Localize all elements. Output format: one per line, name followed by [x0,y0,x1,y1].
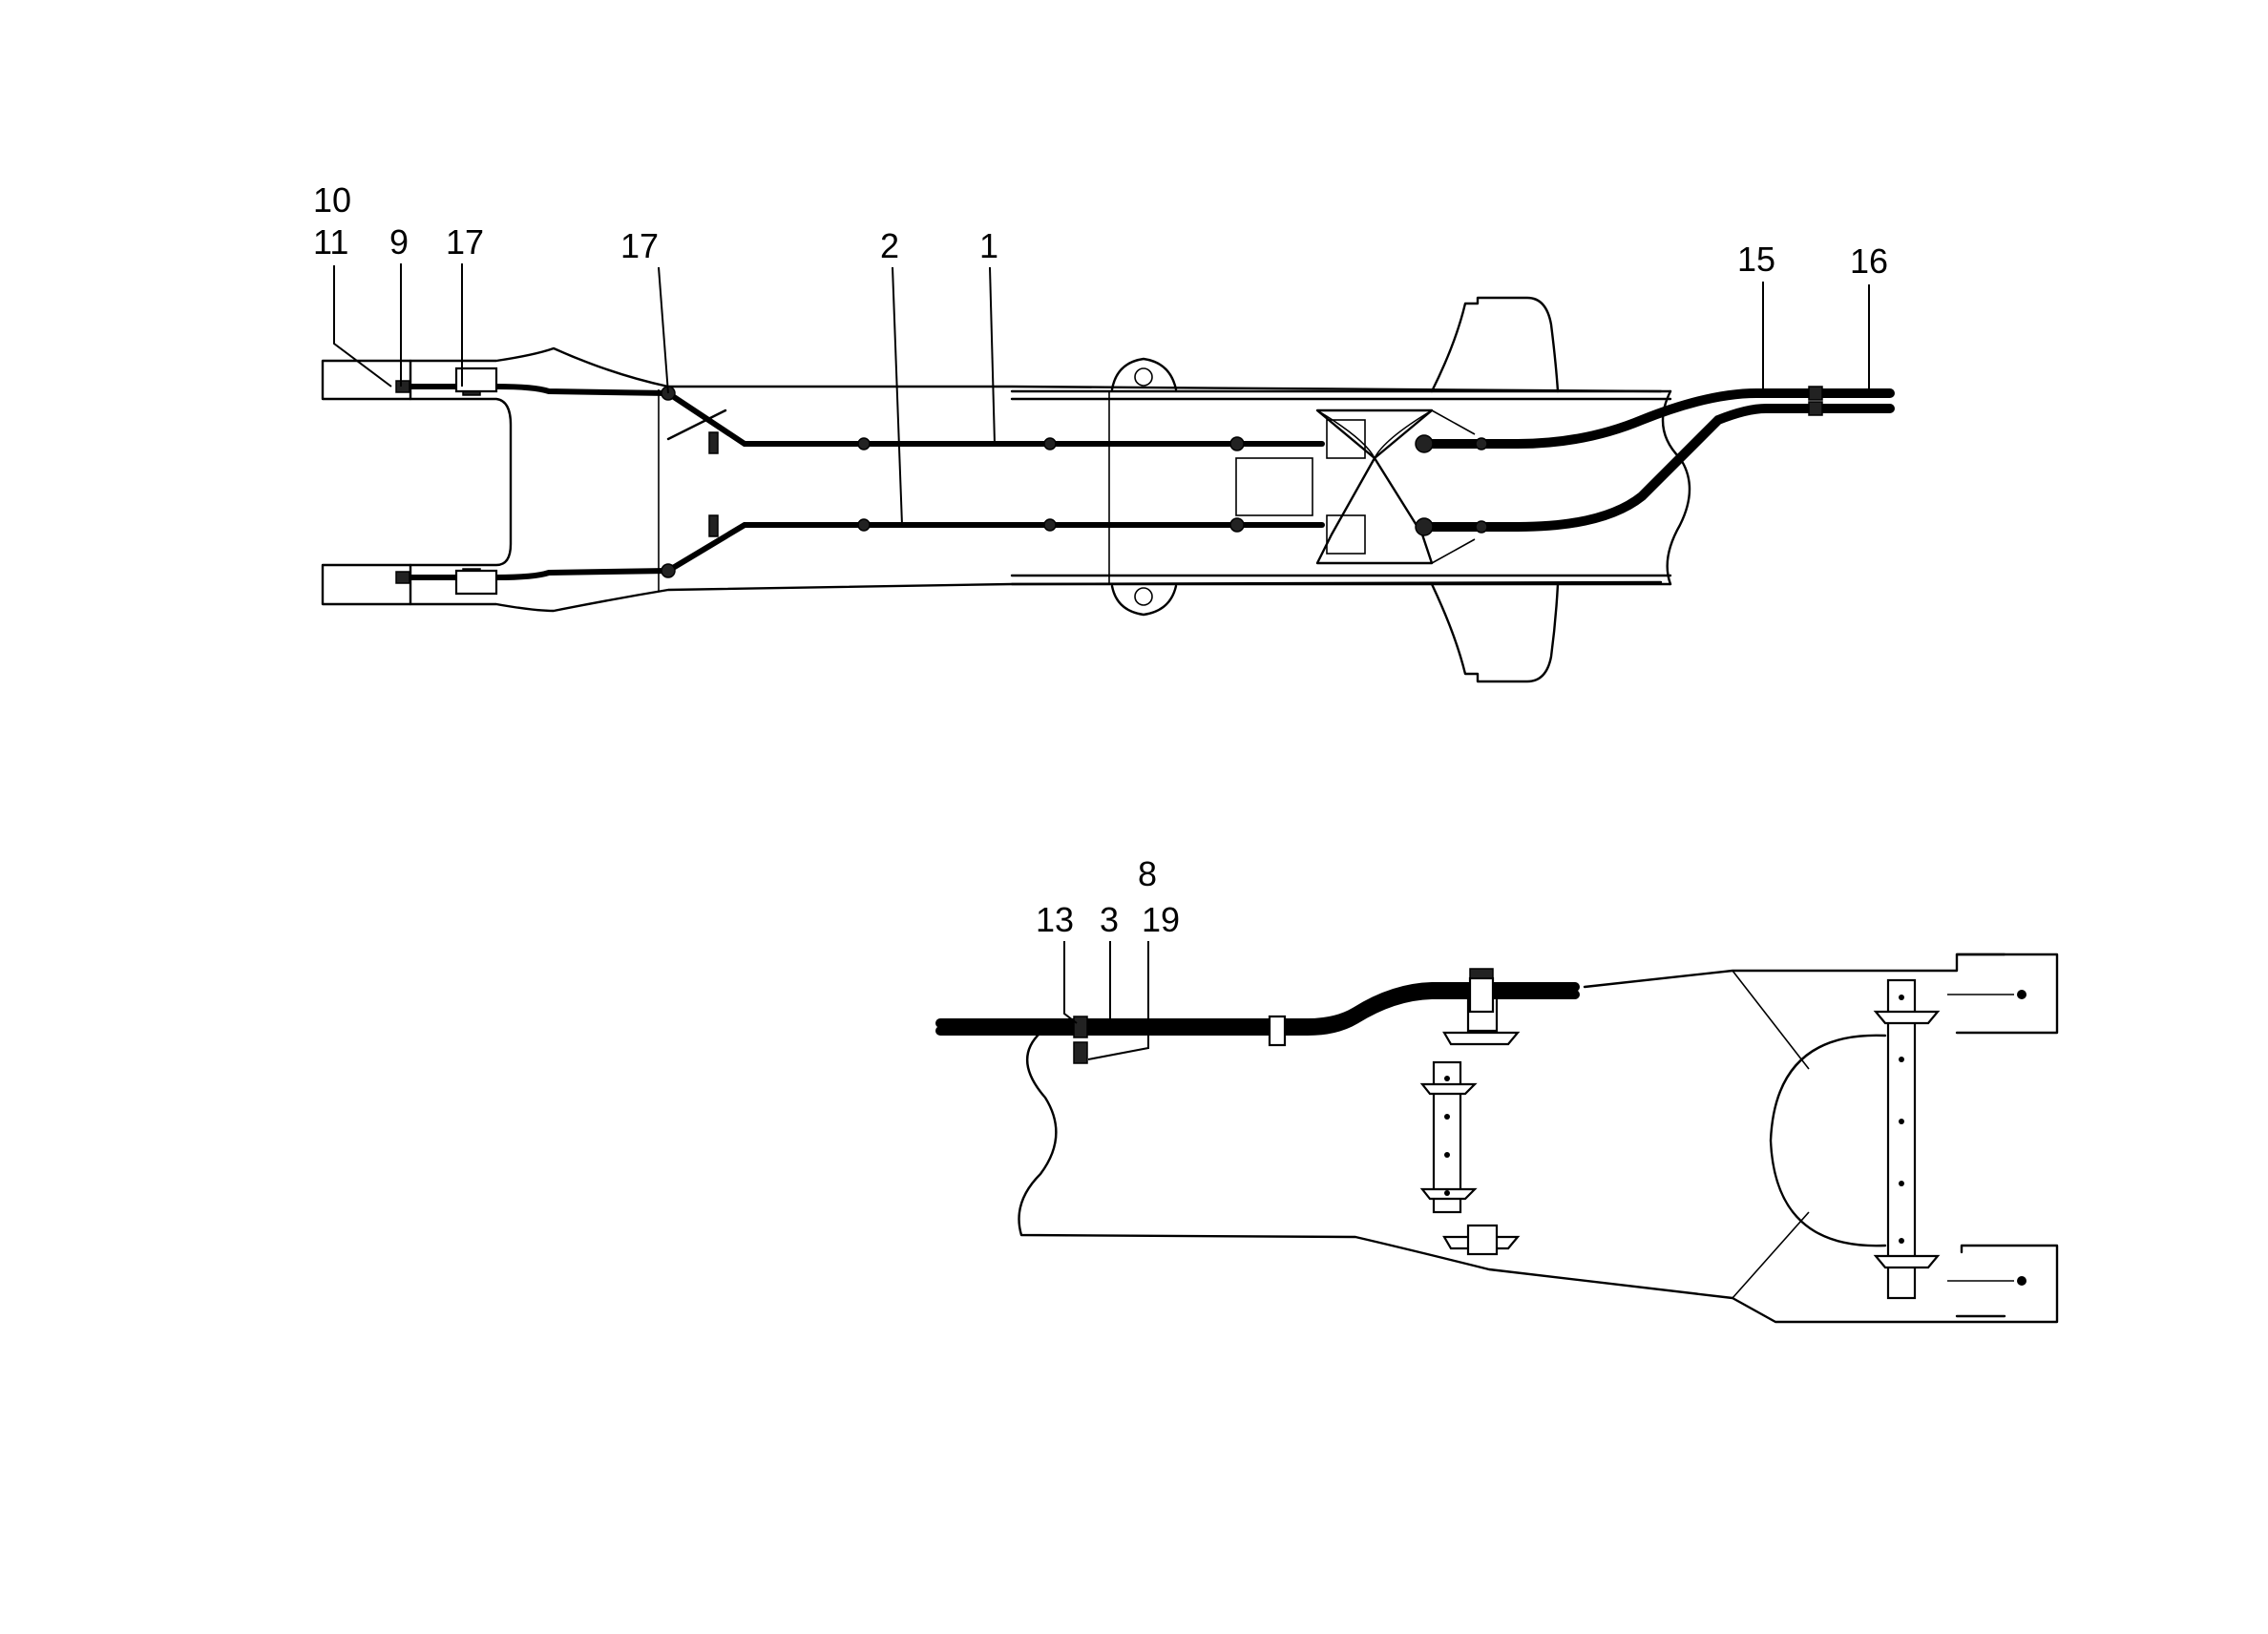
bottom-view: 8 13 3 19 [935,854,2059,1324]
hose-side [935,982,1580,1036]
callout-3: 3 [1100,900,1119,939]
top-view: 10 11 9 17 17 2 1 15 16 [313,180,1895,683]
callout-1: 1 [979,226,998,265]
callouts-top: 10 11 9 17 17 2 1 15 16 [313,180,1888,526]
callout-16: 16 [1850,241,1888,281]
callout-17-left: 17 [446,222,484,262]
callouts-bottom: 8 13 3 19 [1036,854,1180,1060]
fork-brackets [454,367,498,596]
callout-2: 2 [880,226,899,265]
pipe-lower [398,522,1325,580]
callout-11: 11 [313,222,348,262]
hose-upper [1418,388,1895,449]
callout-19: 19 [1142,900,1180,939]
callout-10: 10 [313,180,351,220]
callout-15: 15 [1737,240,1775,279]
pipe-upper [398,384,1325,447]
callout-17-right: 17 [620,226,659,265]
boom-outline [321,296,1691,683]
hose-lower [1418,404,1895,532]
callout-8: 8 [1138,854,1157,893]
side-clamps [1073,968,1495,1064]
boom-side-outline [1018,953,2059,1324]
callout-13: 13 [1036,900,1074,939]
callout-9: 9 [389,222,409,262]
